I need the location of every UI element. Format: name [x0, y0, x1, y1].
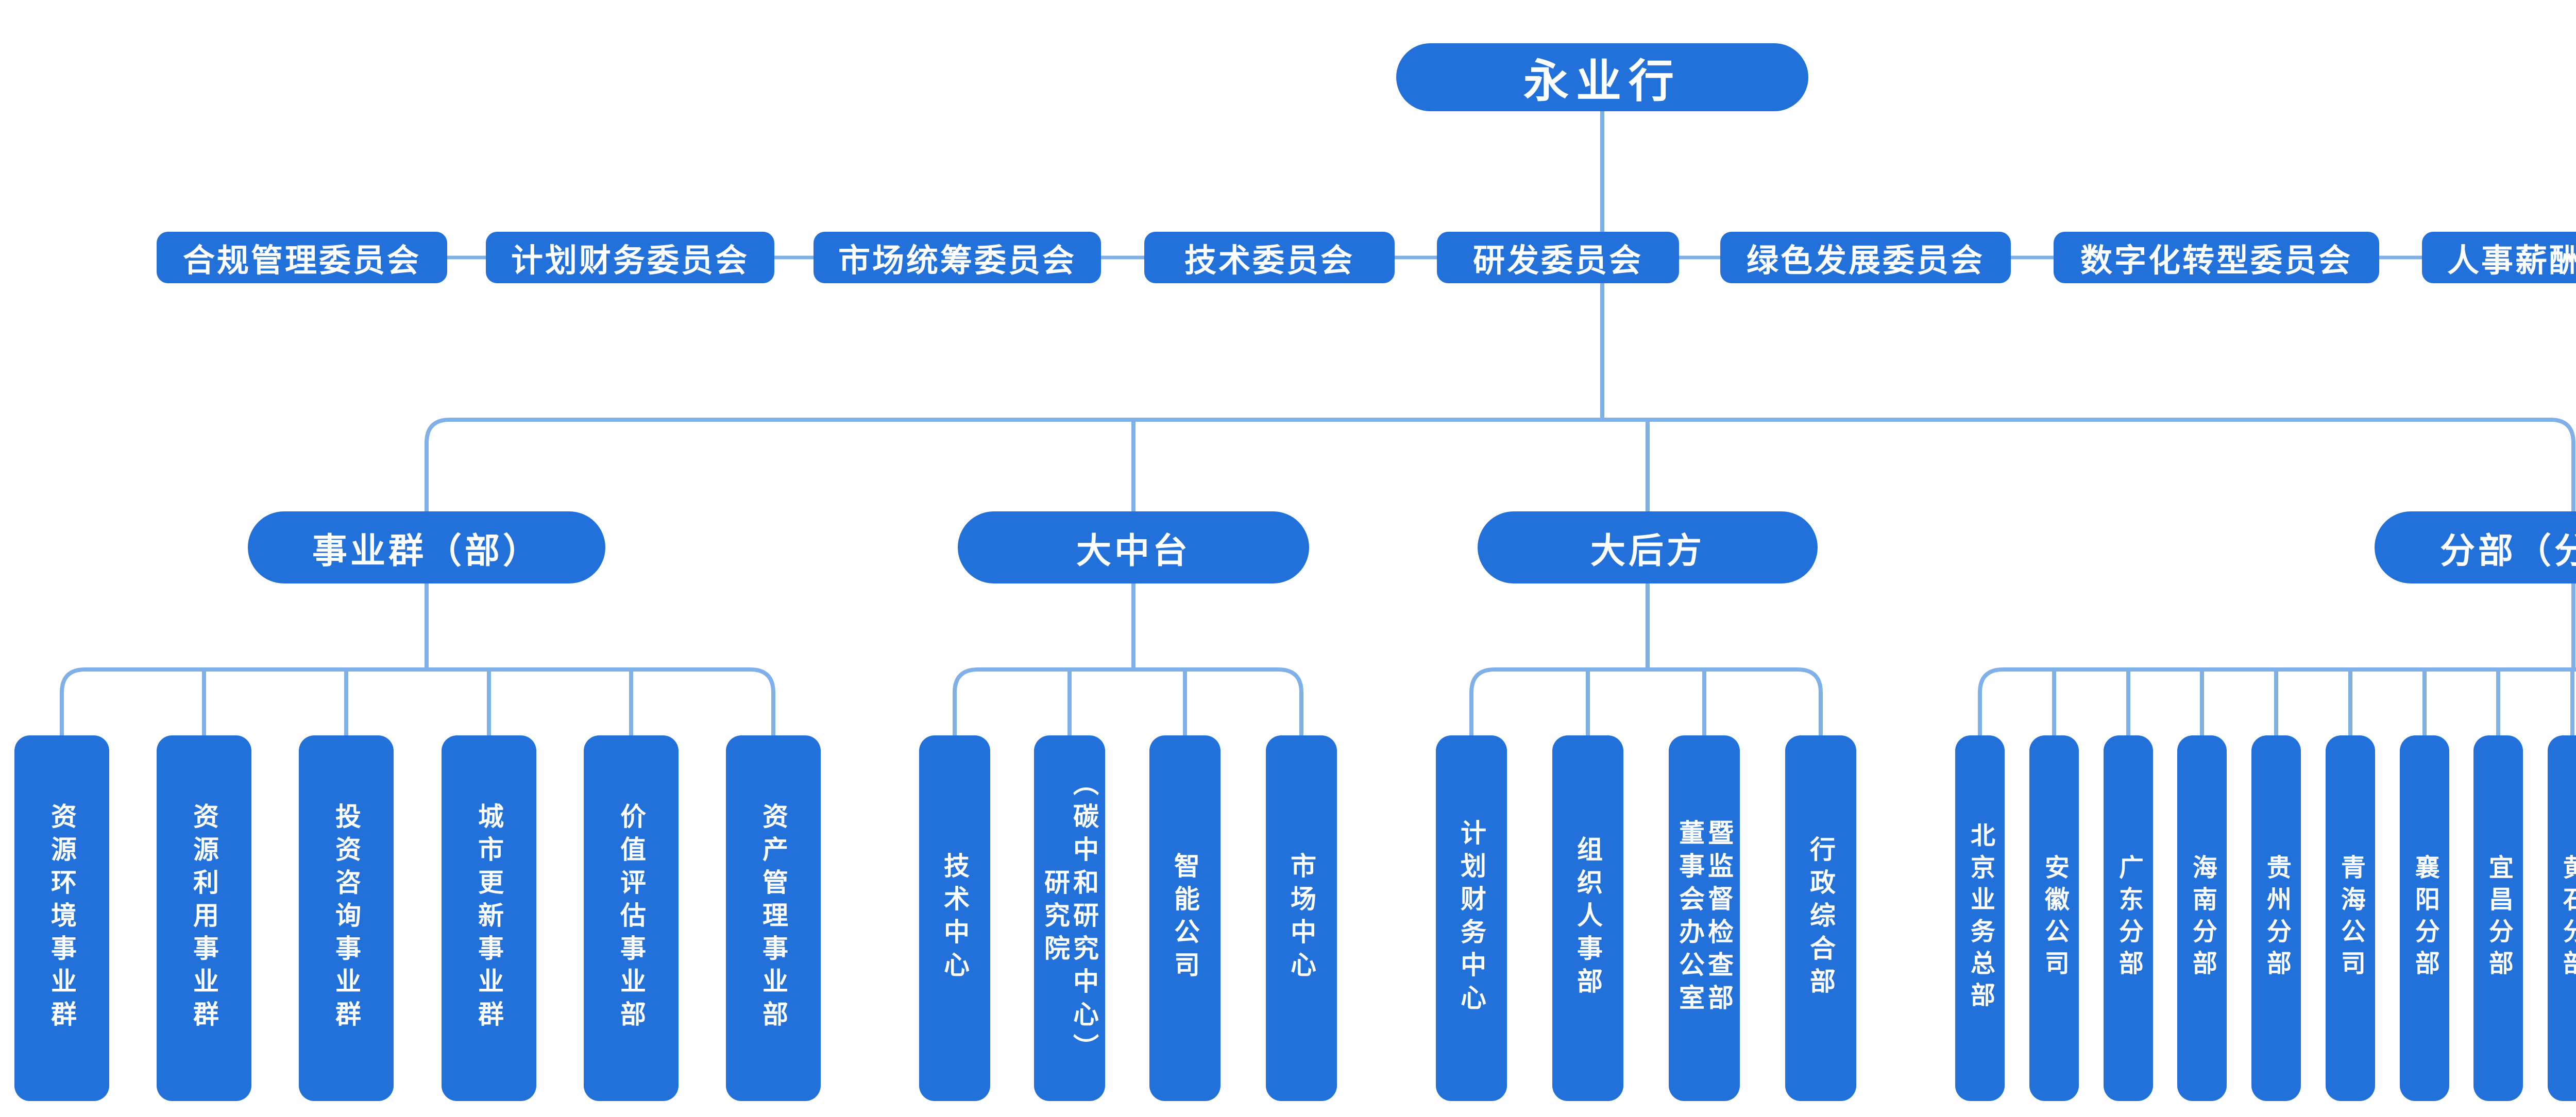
org-unit-node-label: 海南分部	[2188, 854, 2217, 982]
org-unit-node-label: 价值评估事业部	[616, 803, 646, 1034]
org-unit-node-label: 组织人事部	[1573, 836, 1603, 1001]
org-unit-node[interactable]: 价值评估事业部	[584, 735, 679, 1101]
committee-node[interactable]: 市场统筹委员会	[814, 232, 1101, 283]
committee-node[interactable]: 技术委员会	[1144, 232, 1395, 283]
org-unit-node[interactable]: 投资咨询事业群	[299, 735, 394, 1101]
org-unit-node-label: 宜昌分部	[2484, 854, 2513, 982]
committee-node[interactable]: 研发委员会	[1437, 232, 1679, 283]
org-unit-node[interactable]: 智能公司	[1149, 735, 1221, 1101]
org-unit-node[interactable]: 市场中心	[1266, 735, 1337, 1101]
division-group-node[interactable]: 分部（分公司）	[2375, 511, 2576, 583]
org-unit-node[interactable]: 资源环境事业群	[14, 735, 109, 1101]
org-unit-node[interactable]: 黄石分部	[2548, 735, 2576, 1101]
org-unit-node[interactable]: 贵州分部	[2251, 735, 2301, 1101]
committee-node[interactable]: 人事薪酬委员会	[2422, 232, 2576, 283]
org-unit-node[interactable]: 技术中心	[919, 735, 990, 1101]
org-unit-node-label: 黄石分部	[2558, 854, 2576, 982]
org-unit-node-label: 技术中心	[940, 852, 970, 984]
org-unit-node-label: 北京业务总部	[1965, 822, 1995, 1014]
committee-node-label: 研发委员会	[1472, 242, 1643, 279]
committee-node-label: 绿色发展委员会	[1746, 242, 1985, 279]
committee-node-label: 人事薪酬委员会	[2447, 242, 2576, 279]
org-unit-node[interactable]: 城市更新事业群	[442, 735, 536, 1101]
division-group-node-label: 分部（分公司）	[2439, 530, 2576, 572]
connector-line	[425, 418, 2575, 514]
org-unit-node-label: 城市更新事业群	[474, 803, 504, 1034]
connector-line	[60, 667, 775, 738]
division-group-node[interactable]: 事业群（部）	[248, 511, 605, 583]
division-group-node[interactable]: 大后方	[1478, 511, 1818, 583]
org-unit-node[interactable]: 海南分部	[2177, 735, 2227, 1101]
committee-node-label: 技术委员会	[1184, 242, 1354, 279]
org-unit-node-label: 青海公司	[2336, 854, 2365, 982]
org-unit-node[interactable]: 青海公司	[2326, 735, 2375, 1101]
org-unit-node[interactable]: 组织人事部	[1552, 735, 1623, 1101]
division-group-node-label: 事业群（部）	[312, 530, 541, 572]
org-unit-node[interactable]: 资源利用事业群	[157, 735, 251, 1101]
committee-node[interactable]: 计划财务委员会	[486, 232, 774, 283]
division-group-node[interactable]: 大中台	[958, 511, 1309, 583]
org-unit-node-label: 董事会办公室 暨监督检查部	[1675, 819, 1734, 1017]
org-unit-node[interactable]: 宜昌分部	[2473, 735, 2523, 1101]
org-unit-node-label: 研究院 （碳中和研究中心）	[1040, 770, 1099, 1067]
committee-node[interactable]: 数字化转型委员会	[2054, 232, 2379, 283]
committee-node[interactable]: 合规管理委员会	[157, 232, 447, 283]
org-unit-node-label: 资源环境事业群	[47, 803, 77, 1034]
org-unit-node-label: 市场中心	[1286, 852, 1316, 984]
org-unit-node[interactable]: 襄阳分部	[2400, 735, 2449, 1101]
committee-node-label: 计划财务委员会	[511, 242, 749, 279]
org-unit-node-label: 投资咨询事业群	[331, 803, 361, 1034]
org-unit-node[interactable]: 北京业务总部	[1955, 735, 2005, 1101]
org-unit-node[interactable]: 研究院 （碳中和研究中心）	[1034, 735, 1105, 1101]
company-root-node-label: 永业行	[1523, 54, 1681, 108]
committee-node[interactable]: 绿色发展委员会	[1720, 232, 2011, 283]
committee-node-label: 合规管理委员会	[182, 242, 421, 279]
org-unit-node[interactable]: 资产管理事业部	[726, 735, 821, 1101]
division-group-node-label: 大后方	[1590, 530, 1705, 572]
org-unit-node-label: 广东分部	[2114, 854, 2143, 982]
org-unit-node-label: 智能公司	[1170, 852, 1200, 984]
org-unit-node[interactable]: 安徽公司	[2029, 735, 2079, 1101]
org-unit-node-label: 安徽公司	[2040, 854, 2069, 982]
org-unit-node-label: 资源利用事业群	[189, 803, 219, 1034]
org-unit-node-label: 资产管理事业部	[758, 803, 788, 1034]
connector-line	[1469, 667, 1823, 738]
committee-node-label: 数字化转型委员会	[2080, 242, 2352, 279]
org-unit-node-label: 襄阳分部	[2410, 854, 2439, 982]
company-root-node[interactable]: 永业行	[1396, 43, 1808, 111]
committee-node-label: 市场统筹委员会	[838, 242, 1076, 279]
org-unit-node-label: 计划财务中心	[1456, 819, 1486, 1017]
org-unit-node[interactable]: 广东分部	[2104, 735, 2153, 1101]
org-unit-node[interactable]: 计划财务中心	[1436, 735, 1507, 1101]
org-unit-node-label: 行政综合部	[1806, 836, 1836, 1001]
org-unit-node[interactable]: 董事会办公室 暨监督检查部	[1669, 735, 1740, 1101]
connector-line	[953, 667, 1303, 738]
division-group-node-label: 大中台	[1076, 530, 1191, 572]
org-unit-node-label: 贵州分部	[2262, 854, 2291, 982]
org-unit-node[interactable]: 行政综合部	[1785, 735, 1856, 1101]
